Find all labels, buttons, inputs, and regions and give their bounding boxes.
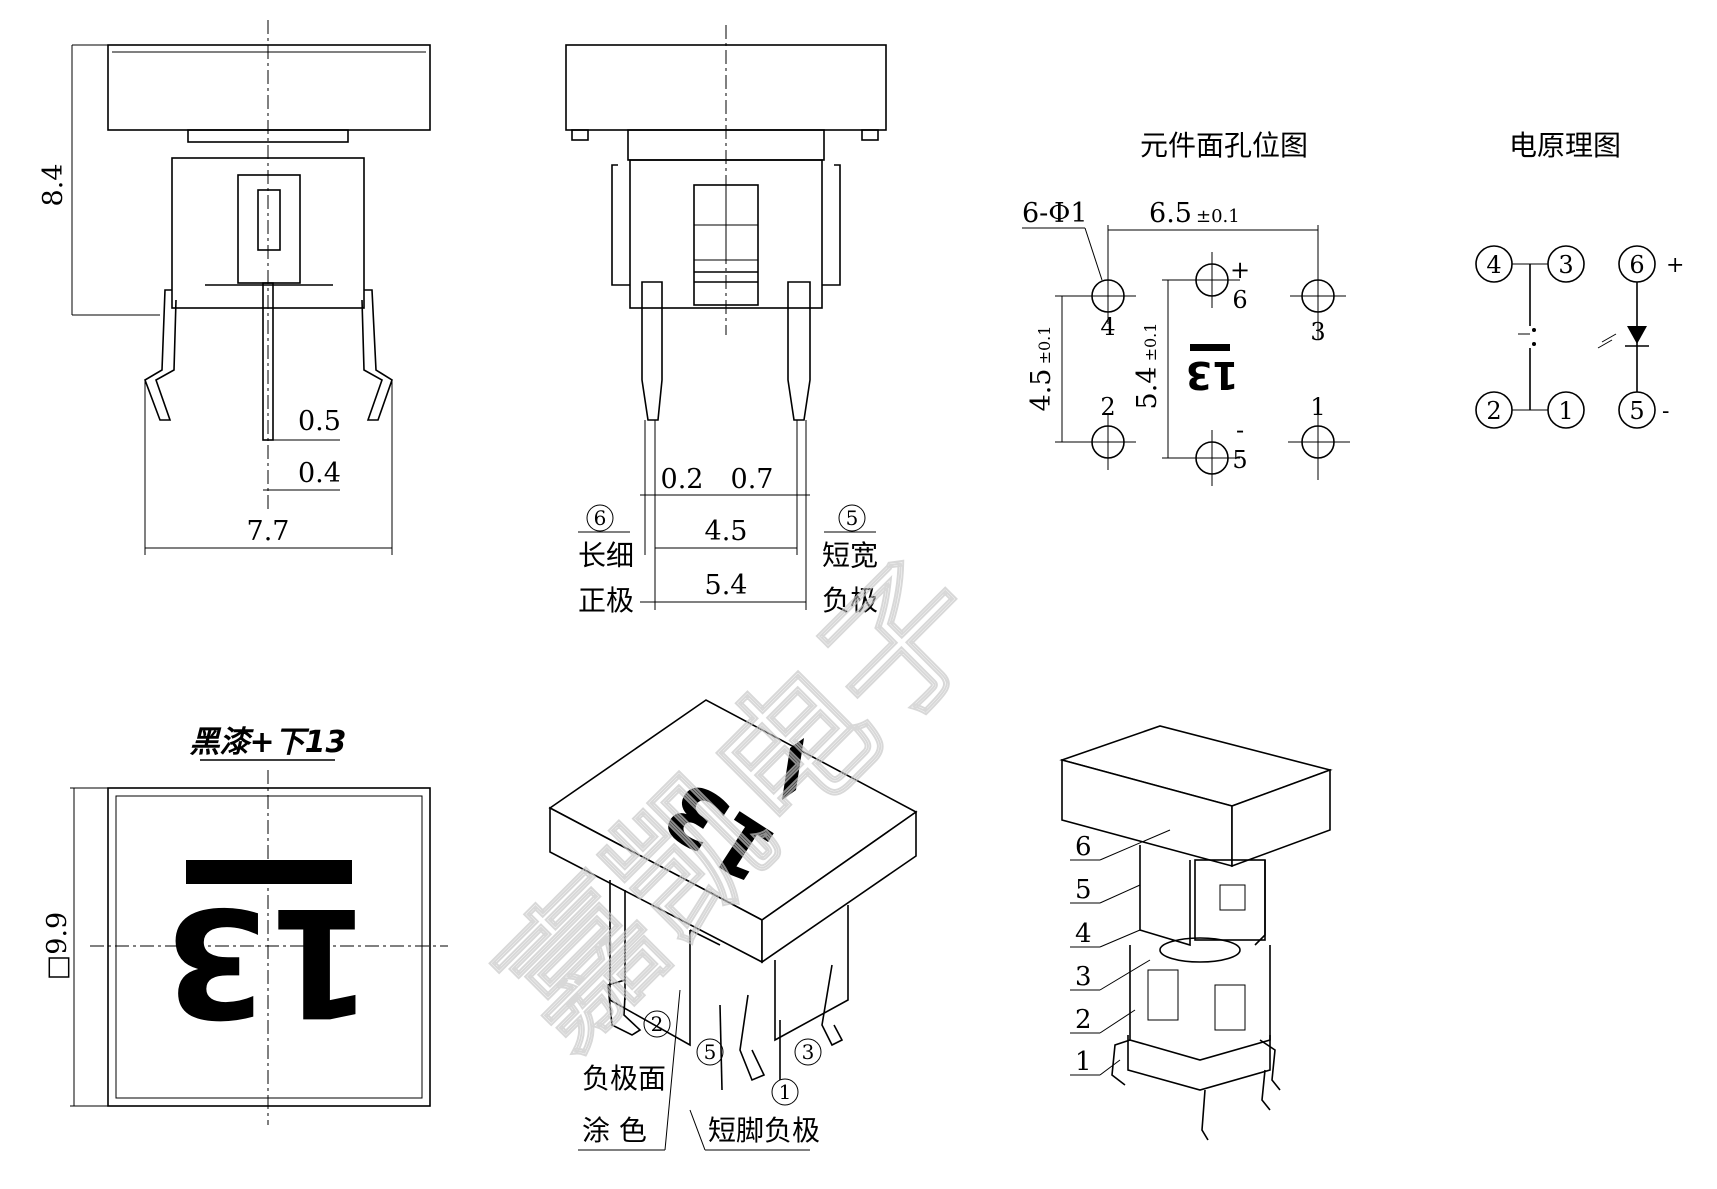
dim-pin-upper-label: 0.5: [298, 406, 341, 437]
hole-layout: 元件面孔位图 6-Φ1 6.5 ±0.1: [1022, 129, 1350, 486]
dim-pin-lower-label: 0.4: [298, 458, 341, 489]
top-view: 黑漆+下13 13 □9.9: [42, 725, 448, 1125]
led-diode: [1627, 326, 1647, 344]
iso-pin1-label: 1: [779, 1080, 792, 1104]
pin6-note-line1: 长细: [578, 539, 634, 572]
exploded-view: 6 5 4 3 2 1: [1059, 725, 1333, 1141]
dim-4-5-label: 4.5: [705, 516, 748, 547]
node-label-5: 5: [1629, 397, 1644, 425]
iso-pin3-label: 3: [802, 1040, 815, 1064]
exploded-part-6: 6: [1075, 832, 1092, 862]
iso-pin5-label: 5: [704, 1040, 717, 1064]
exploded-part-3: 3: [1075, 962, 1092, 992]
dim-0-7-label: 0.7: [731, 464, 774, 495]
hole-1: [1288, 405, 1350, 480]
node-label-1: 1: [1558, 397, 1573, 425]
dim-height-label: 8.4: [38, 164, 69, 207]
side-cap: [107, 44, 431, 131]
hole-cap-mark: 13: [1186, 353, 1239, 397]
top-mark-bar: [186, 860, 352, 884]
watermark: 嘉凯电子: [470, 530, 1017, 1077]
iso-pin-2: [607, 979, 642, 1036]
dim-x-label: 6.5: [1149, 198, 1192, 229]
side-view: 8.4 0.5 0.4 7.7: [38, 20, 431, 555]
schematic-plus: +: [1666, 253, 1684, 278]
dim-5-4-label: 5.4: [705, 570, 748, 601]
hole-label-3: 3: [1310, 318, 1325, 346]
hole-minus: -: [1236, 416, 1244, 444]
iso-pin2-label: 2: [651, 1012, 664, 1036]
iso-note1-line2: 涂 色: [582, 1114, 647, 1147]
iso-note1-line1: 负极面: [582, 1062, 666, 1095]
front-view: 0.2 0.7 4.5 5.4 6 长细 正极 5 短宽 负极: [565, 25, 887, 617]
front-pin-6: [641, 281, 663, 421]
hole-label-1: 1: [1310, 393, 1325, 421]
node-label-2: 2: [1486, 397, 1501, 425]
top-mark-number: 13: [164, 874, 373, 1048]
hole-layout-title: 元件面孔位图: [1140, 129, 1308, 162]
exploded-part-5: 5: [1075, 875, 1092, 905]
dim-width-label: 7.7: [247, 516, 290, 547]
hole-3: [1290, 260, 1346, 340]
dim-y2-tol: ±0.1: [1141, 323, 1160, 362]
exploded-part-4: 4: [1075, 919, 1092, 949]
hole-label-6: 6: [1232, 286, 1247, 314]
exploded-part-2: 2: [1075, 1005, 1092, 1035]
hole-spec-label: 6-Φ1: [1022, 198, 1088, 229]
pin5-number: 5: [846, 506, 859, 530]
hole-2: [1080, 414, 1136, 470]
iso-mark-bar: [782, 738, 804, 800]
schematic: 电原理图 4 3 2 1 6 5 + -: [1475, 129, 1684, 429]
dim-0-2-label: 0.2: [661, 464, 704, 495]
schematic-minus: -: [1662, 399, 1669, 424]
dim-y2-label: 5.4: [1132, 367, 1163, 410]
node-label-3: 3: [1558, 251, 1573, 279]
hole-label-4: 4: [1100, 313, 1115, 341]
top-view-title: 黑漆+下13: [190, 725, 347, 760]
hole-label-5: 5: [1232, 446, 1247, 474]
pin6-note-line2: 正极: [578, 584, 634, 617]
iso-note2: 短脚负极: [708, 1114, 820, 1147]
pin5-note-line1: 短宽: [822, 539, 878, 572]
dim-y1-label: 4.5: [1026, 369, 1057, 412]
hole-label-2: 2: [1100, 393, 1115, 421]
hole-cap-bar: [1190, 344, 1230, 351]
top-cap-outline: [107, 787, 431, 1107]
exploded-led-block: [1194, 859, 1266, 941]
hole-plus: +: [1230, 256, 1250, 284]
node-label-4: 4: [1486, 251, 1501, 279]
schematic-title: 电原理图: [1509, 129, 1621, 162]
front-pin-5: [787, 281, 811, 421]
top-size-label: □9.9: [42, 912, 73, 980]
pin5-note-line2: 负极: [822, 584, 878, 617]
pin6-number: 6: [594, 506, 607, 530]
dim-y1-tol: ±0.1: [1035, 326, 1054, 365]
dim-x-tol: ±0.1: [1196, 206, 1240, 227]
node-label-6: 6: [1629, 251, 1644, 279]
iso-view: 13 2 5 3 1 负极面 涂 色 短脚负极: [548, 699, 918, 1151]
exploded-part-1: 1: [1075, 1047, 1092, 1077]
